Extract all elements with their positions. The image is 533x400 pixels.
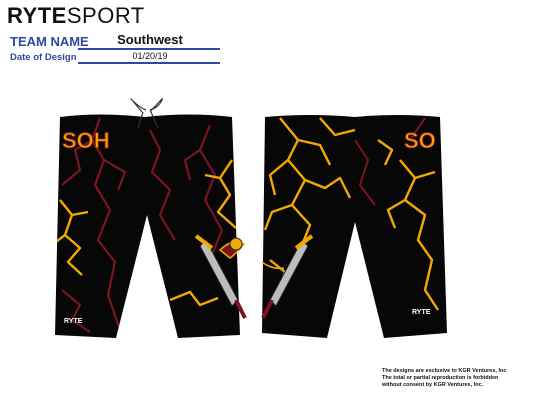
crossed-swords-emblem: [194, 234, 247, 319]
back-lightning-maroon: [354, 117, 426, 206]
copyright-disclaimer: The designs are exclusive to KGR Venture…: [382, 368, 522, 389]
date-underline: [78, 62, 220, 64]
crossed-swords-emblem-back: [261, 234, 314, 319]
brand-name-part2: SPORT: [66, 3, 145, 28]
back-hem-logo: RYTE: [412, 309, 431, 316]
back-lightning-gold: [263, 117, 440, 311]
front-lightning-maroon: [61, 117, 231, 333]
front-lightning-gold: [55, 159, 237, 307]
brand-logo: RYTESPORT: [7, 3, 145, 29]
disclaimer-line3: without consent by KGR Ventures, Inc.: [382, 382, 484, 388]
back-shorts: SO RYTE: [261, 115, 447, 338]
date-of-design-value: 01/20/19: [132, 51, 168, 61]
date-of-design-label: Date of Design: [10, 52, 77, 63]
back-shorts-body: [262, 115, 447, 338]
drawstring: [130, 98, 164, 129]
team-name-value: Southwest: [117, 32, 183, 47]
back-letters: SO: [404, 128, 436, 153]
front-hem-logo: RYTE: [64, 318, 83, 325]
team-name-underline: [78, 48, 220, 50]
team-name-label: TEAM NAME: [10, 34, 89, 49]
brand-name-part1: RYTE: [7, 3, 67, 28]
disclaimer-line2: The total or partial reproduction is for…: [382, 375, 499, 381]
front-shorts: SOH RYTE: [55, 98, 247, 338]
front-letters: SOH: [62, 128, 110, 153]
disclaimer-line1: The designs are exclusive to KGR Venture…: [382, 368, 507, 374]
